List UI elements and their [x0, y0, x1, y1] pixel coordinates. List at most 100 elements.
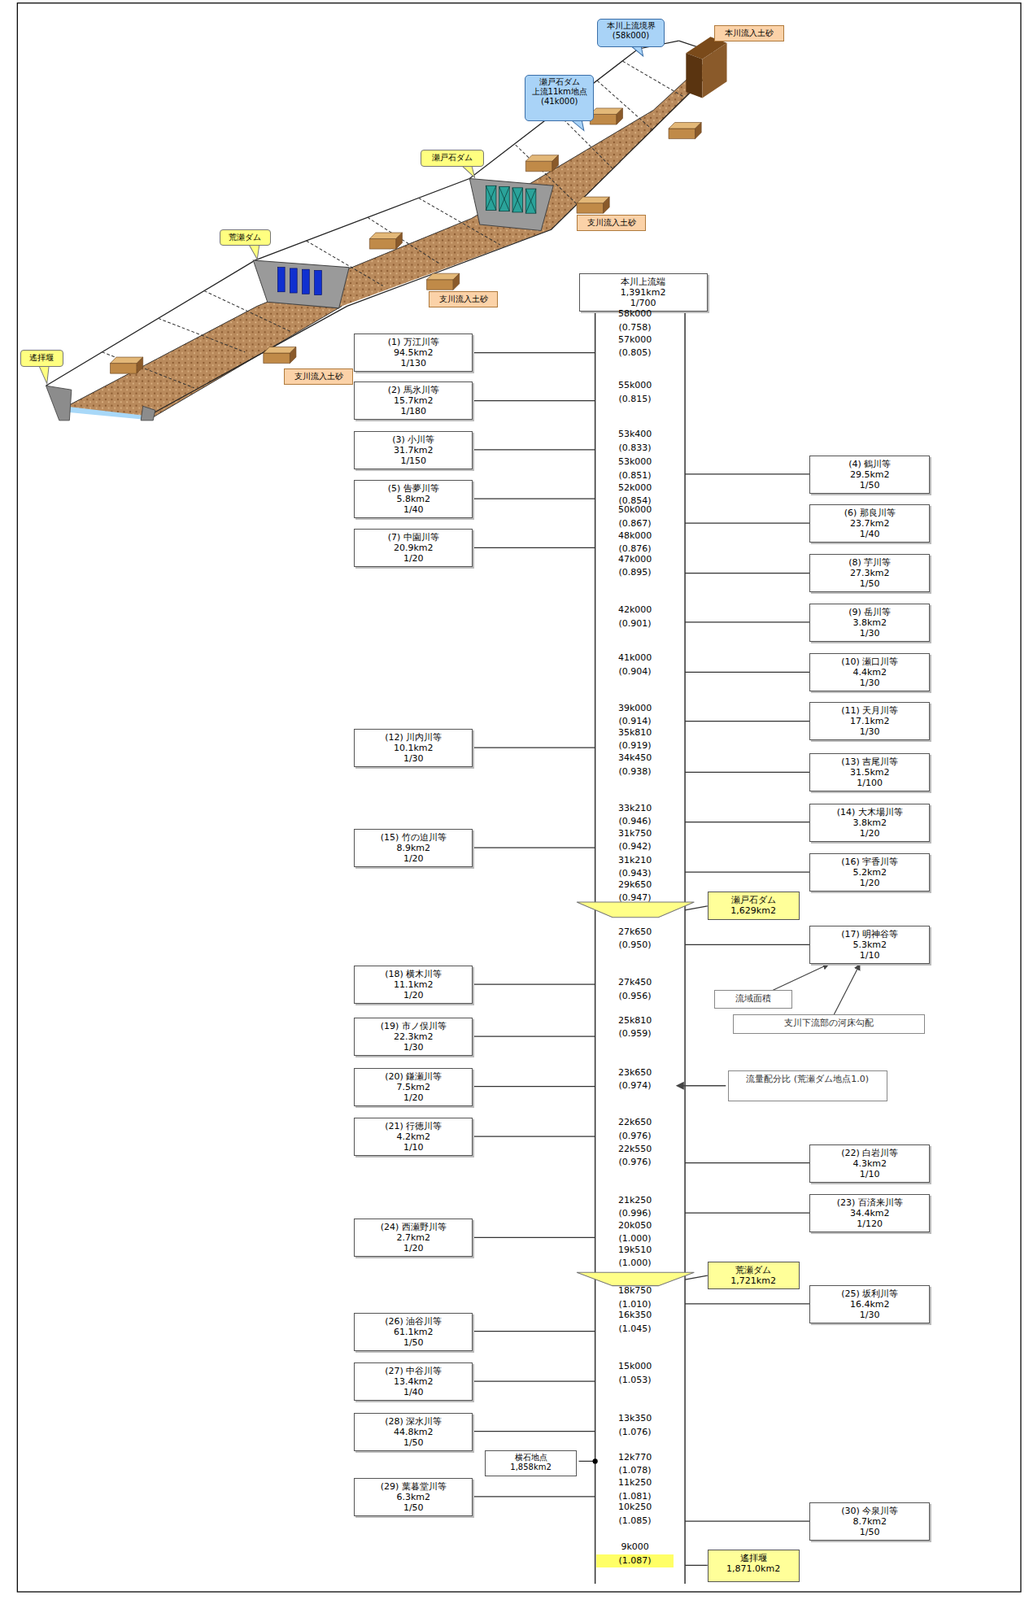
node-text: (26) 油谷川等 — [356, 1316, 471, 1327]
node-text: 94.5km2 — [356, 347, 471, 358]
node-text: 瀬戸石ダム — [422, 152, 482, 163]
node-text: 本川流入土砂 — [716, 28, 781, 39]
node-text: (3) 小川等 — [356, 434, 471, 445]
node-text: 4.4km2 — [811, 667, 928, 678]
tributary-box: (14) 大木場川等3.8km21/20 — [809, 803, 930, 842]
node-text: 1/50 — [811, 1526, 928, 1538]
node-text: 10.1km2 — [356, 742, 471, 754]
section-distance: 31k750 — [601, 827, 668, 841]
flow-ratio: (1.087) — [596, 1554, 674, 1568]
node-text: (5) 告夢川等 — [356, 483, 471, 494]
node-text: 1/40 — [811, 528, 928, 540]
dam-gate — [277, 267, 322, 296]
node-text: 1/40 — [356, 1386, 471, 1398]
tributary-box: (26) 油谷川等61.1km21/50 — [353, 1312, 473, 1352]
tributary-box: (1) 万江川等94.5km21/130 — [353, 333, 473, 372]
node-text: 流量配分比 (荒瀬ダム地点1.0) — [732, 1073, 884, 1085]
callout: 本川流入土砂 — [714, 25, 784, 42]
node-text: (20) 鎌瀬川等 — [356, 1071, 471, 1082]
node-text: 本川上流端 — [581, 276, 706, 288]
sediment-block — [685, 52, 702, 98]
node-text: 1/20 — [811, 828, 928, 839]
weir — [140, 405, 156, 421]
flow-ratio: (1.045) — [601, 1322, 668, 1336]
tributary-line — [472, 846, 596, 848]
node-text: (18) 横木川等 — [356, 968, 471, 980]
section-distance: 31k210 — [601, 854, 668, 868]
section-distance: 29k650 — [601, 878, 668, 892]
node-text: 1,721km2 — [710, 1275, 798, 1287]
tributary-line — [472, 984, 596, 986]
node-text: (10) 瀬口川等 — [811, 656, 928, 668]
leader-line — [684, 1275, 708, 1280]
node-text: 8.9km2 — [356, 842, 471, 854]
tributary-line — [684, 1520, 810, 1522]
node-text: 34.4km2 — [811, 1207, 928, 1219]
node-text: (14) 大木場川等 — [811, 806, 928, 818]
weir — [45, 385, 71, 421]
node-text: 20.9km2 — [356, 542, 471, 554]
node-text: (4) 鶴川等 — [811, 458, 928, 470]
node-text: 1/50 — [356, 1437, 471, 1448]
tributary-box: (21) 行徳川等4.2km21/10 — [353, 1117, 473, 1156]
point-marker — [592, 1458, 598, 1464]
node-text: 1,858km2 — [487, 1462, 575, 1473]
section-distance: 34k450 — [601, 751, 668, 765]
tributary-line — [684, 671, 810, 673]
flow-ratio: (0.974) — [601, 1079, 668, 1093]
node-text: 支川流入土砂 — [286, 371, 351, 382]
node-text: (6) 那良川等 — [811, 507, 928, 519]
flow-ratio: (0.904) — [601, 665, 668, 679]
node-text: (12) 川内川等 — [356, 732, 471, 743]
flow-ratio: (0.950) — [601, 938, 668, 952]
callout: 瀬戸石ダム — [420, 149, 484, 166]
section-distance: 48k000 — [601, 529, 668, 543]
node-text: 1/20 — [356, 553, 471, 564]
node-text: 3.8km2 — [811, 817, 928, 829]
node-text: 44.8km2 — [356, 1426, 471, 1438]
node-text: 1/50 — [356, 1337, 471, 1348]
dam — [252, 260, 349, 309]
callout-tail — [39, 165, 476, 384]
node-text: 1/700 — [581, 297, 706, 309]
node-text: 荒瀬ダム — [710, 1264, 798, 1276]
sediment-inflow — [110, 108, 702, 374]
tributary-line — [472, 1237, 596, 1239]
section-distance: 47k000 — [601, 553, 668, 567]
dam-box: 荒瀬ダム1,721km2 — [707, 1261, 800, 1290]
node-text: 1/150 — [356, 455, 471, 467]
node-text: 瀬戸石ダム 上流11km地点 (41k000) — [527, 77, 592, 107]
tributary-line — [472, 1085, 596, 1087]
tributary-line — [684, 821, 810, 823]
node-text: 1/10 — [811, 950, 928, 961]
flow-ratio: (0.959) — [601, 1027, 668, 1041]
node-text: 1/30 — [356, 1042, 471, 1053]
node-text: (27) 中谷川等 — [356, 1365, 471, 1377]
section-distance: 33k210 — [601, 802, 668, 816]
tributary-line — [472, 400, 596, 402]
callout: 支川流入土砂 — [576, 214, 646, 232]
section-distance: 27k650 — [601, 925, 668, 939]
tributary-line — [472, 547, 596, 549]
node-text: 1,871.0km2 — [710, 1563, 798, 1575]
tributary-box: (13) 吉尾川等31.5km21/100 — [809, 753, 930, 792]
tributary-line — [684, 944, 810, 946]
node-text: 流域面積 — [718, 993, 788, 1004]
tributary-line — [684, 1303, 810, 1304]
section-distance: 41k000 — [601, 651, 668, 665]
gate-cross — [485, 185, 536, 214]
callout: 荒瀬ダム — [219, 229, 271, 246]
flow-ratio: (1.085) — [601, 1514, 668, 1528]
node-text: 本川上流境界 (58k000) — [599, 21, 663, 41]
node-text: (29) 葉暮堂川等 — [356, 1481, 471, 1492]
node-text: 7.5km2 — [356, 1081, 471, 1093]
section-distance: 10k250 — [601, 1500, 668, 1514]
node-text: 1/130 — [356, 357, 471, 369]
callout: 遙拝堰 — [20, 349, 64, 367]
node-text: 支川流入土砂 — [431, 294, 496, 305]
node-text: 13.4km2 — [356, 1376, 471, 1387]
flow-ratio: (0.947) — [601, 891, 668, 905]
weir-box: 遙拝堰1,871.0km2 — [707, 1549, 800, 1583]
flow-ratio: (0.805) — [601, 346, 668, 360]
